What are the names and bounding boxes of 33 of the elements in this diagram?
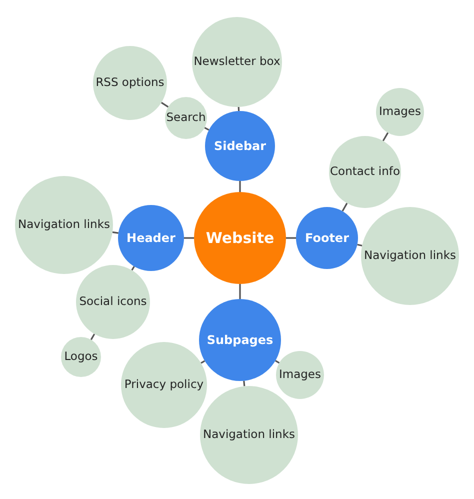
bubble-label: Images: [378, 105, 421, 119]
connector-line: [184, 237, 194, 239]
bubble-label: Images: [278, 368, 321, 382]
bubble-label: RSS options: [96, 76, 164, 90]
bubble-label: Header: [126, 230, 176, 246]
bubble-label: Footer: [305, 230, 349, 246]
topic-bubble: [165, 97, 207, 139]
topic-bubble: [376, 88, 424, 136]
connector-line: [90, 334, 96, 340]
connector-line: [239, 181, 241, 192]
connector-line: [243, 380, 246, 386]
bubble-label: Social icons: [79, 295, 147, 309]
bubble-label: Navigation links: [364, 249, 456, 263]
bubble-label: Website: [206, 229, 274, 247]
connector-line: [238, 106, 240, 112]
topic-bubble: [276, 351, 324, 399]
connector-line: [112, 231, 119, 234]
bubble-label: Contact info: [330, 165, 400, 179]
bubble-label: Subpages: [206, 332, 274, 348]
connector-line: [160, 102, 169, 108]
bubble-label: Logos: [64, 350, 98, 364]
bubble-label: Privacy policy: [124, 378, 204, 392]
bubble-label: Search: [166, 111, 206, 125]
connector-line: [286, 237, 296, 239]
connector-line: [239, 284, 241, 299]
topic-bubble: [61, 337, 101, 377]
connector-line: [342, 202, 348, 212]
bubble-label: Navigation links: [18, 218, 110, 232]
connector-line: [357, 244, 362, 246]
bubble-label: Newsletter box: [194, 55, 280, 69]
bubble-label: Navigation links: [202, 428, 295, 442]
bubble-label: Sidebar: [214, 138, 266, 154]
connector-line: [382, 132, 389, 142]
